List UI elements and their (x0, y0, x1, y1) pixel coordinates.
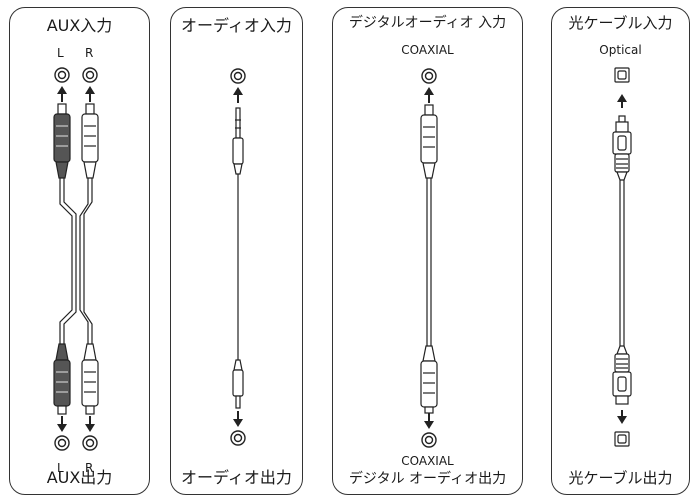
digital-top-plug (420, 104, 438, 179)
audio-bottom-plug (232, 359, 244, 409)
audio-top-plug (232, 107, 244, 175)
panel-audio: オーディオ入力 オーディオ出力 (170, 7, 303, 495)
optical-arrows (617, 94, 627, 424)
aux-bottom-plug-left (53, 343, 71, 415)
audio-arrows (233, 87, 243, 427)
digital-input-title: デジタルオーディオ 入力 (348, 15, 507, 31)
aux-rca-cable-illustration (53, 67, 99, 451)
digital-arrows (424, 87, 434, 429)
aux-bottom-plug-right (81, 343, 99, 415)
audio-input-title: オーディオ入力 (181, 16, 292, 35)
aux-top-plug-left (53, 103, 71, 179)
aux-arrows (57, 86, 95, 432)
panel-optical: 光ケーブル入力 Optical 光ケーブル出力 (551, 7, 690, 495)
aux-bottom-jack-left (54, 435, 70, 451)
aux-bottom-label-r: R (85, 461, 94, 475)
audio-minijack-cable-illustration (230, 68, 246, 446)
aux-top-label-l: L (57, 46, 64, 60)
optical-input-title: 光ケーブル入力 (568, 14, 673, 32)
optical-bottom-plug (612, 345, 632, 405)
aux-input-title: AUX入力 (46, 16, 113, 35)
optical-top-label: Optical (599, 43, 642, 57)
audio-output-title: オーディオ出力 (181, 468, 292, 487)
optical-cable-illustration (612, 67, 632, 447)
optical-output-title: 光ケーブル出力 (568, 469, 673, 487)
aux-output-title: AUX出力 (46, 468, 113, 487)
aux-bottom-label-l: L (57, 461, 64, 475)
digital-coaxial-cable-illustration (420, 68, 438, 448)
digital-top-jack (421, 68, 437, 84)
digital-bottom-plug (420, 345, 438, 414)
digital-top-coaxial-label: COAXIAL (401, 43, 454, 57)
panel-aux: AUX入力 L R L R AUX出力 (9, 7, 150, 495)
aux-top-jack-left (54, 67, 70, 83)
optical-bottom-port (614, 431, 630, 447)
audio-bottom-jack (230, 430, 246, 446)
digital-bottom-coaxial-label: COAXIAL (401, 454, 454, 468)
panel-digital: デジタルオーディオ 入力 COAXIAL COAXIAL デジタル オーディオ出… (332, 7, 523, 495)
optical-top-plug (612, 115, 632, 181)
aux-top-jack-right (82, 67, 98, 83)
optical-top-port (614, 67, 630, 83)
audio-top-jack (230, 68, 246, 84)
aux-cable-wires (59, 178, 93, 344)
digital-output-title: デジタル オーディオ出力 (348, 471, 507, 487)
aux-top-plug-right (81, 103, 99, 179)
aux-bottom-jack-right (82, 435, 98, 451)
digital-bottom-jack (421, 432, 437, 448)
aux-top-label-r: R (85, 46, 94, 60)
